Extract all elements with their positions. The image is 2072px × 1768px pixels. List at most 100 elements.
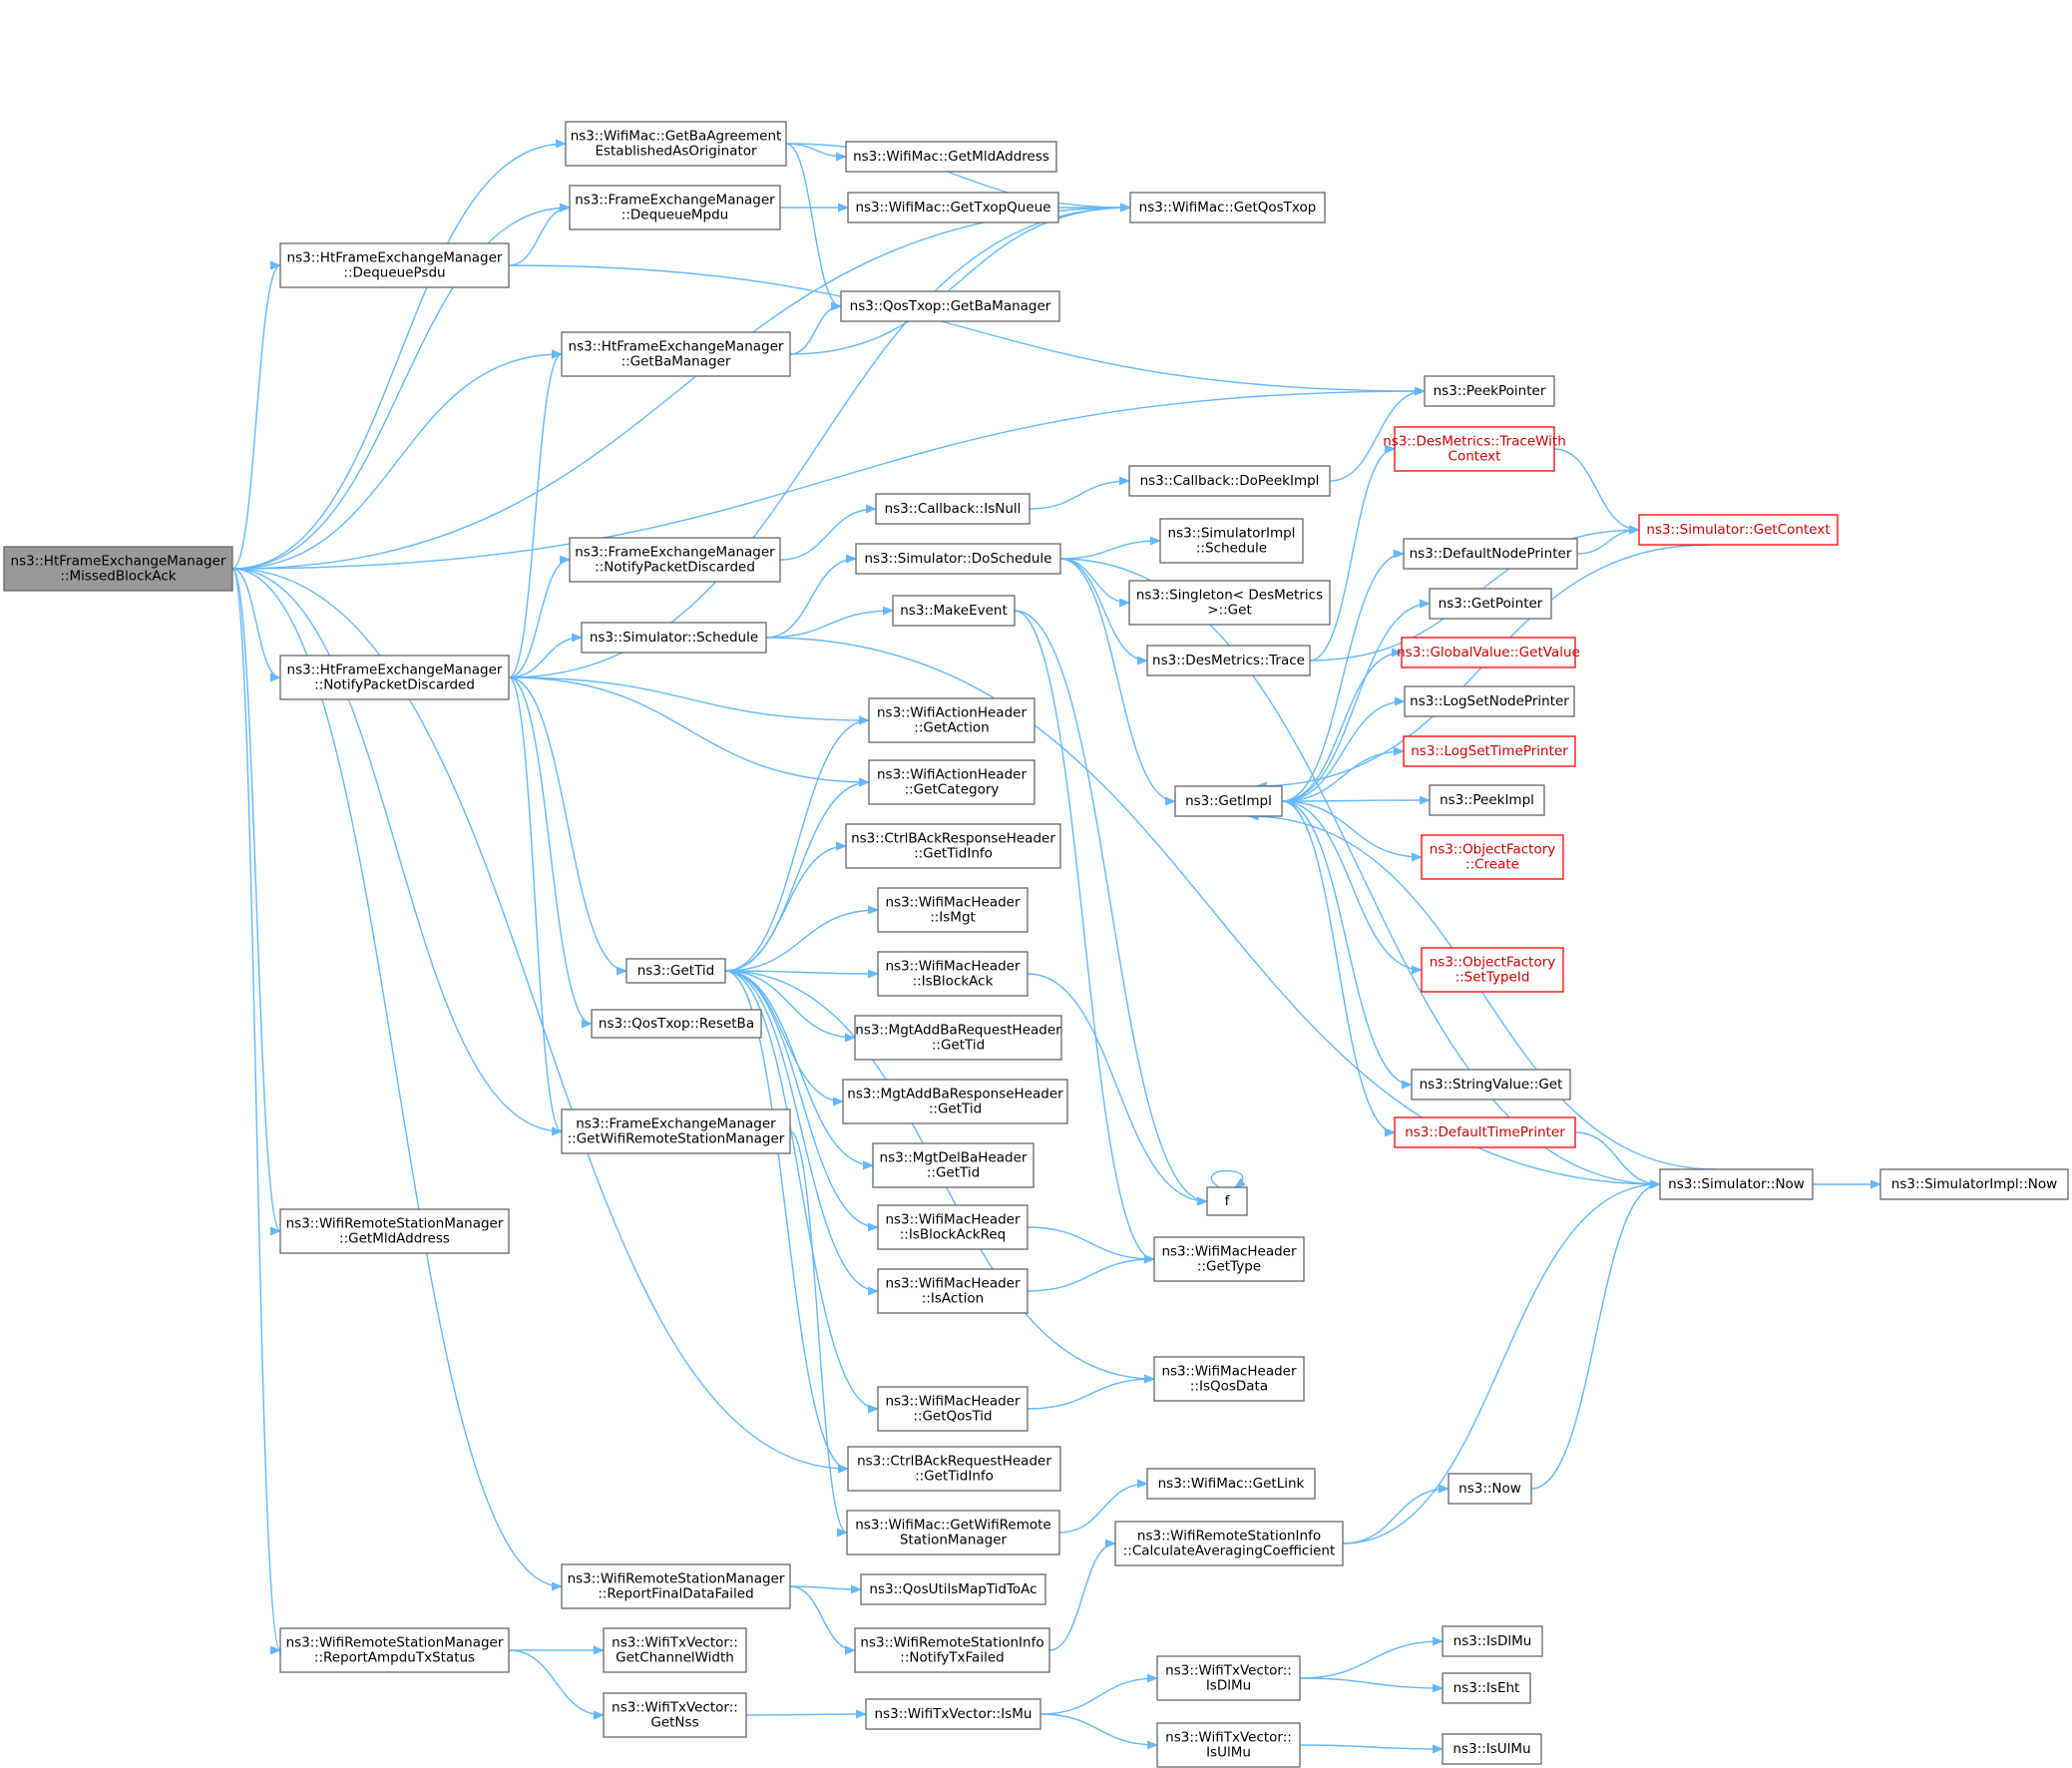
graph-node-wmhIsQosData[interactable]: ns3::WifiMacHeader::IsQosData xyxy=(1153,1356,1305,1402)
graph-node-ns3Now[interactable]: ns3::Now xyxy=(1448,1473,1532,1505)
graph-node-getTid[interactable]: ns3::GetTid xyxy=(625,958,726,984)
call-edge-getBaAgree-to-qosGetBaManager xyxy=(785,143,843,311)
graph-node-label: ns3::Now xyxy=(1458,1481,1521,1497)
graph-node-box xyxy=(1153,1236,1305,1282)
graph-node-simImplSchedule[interactable]: ns3::SimulatorImpl::Schedule xyxy=(1159,518,1304,564)
graph-node-desTrace[interactable]: ns3::DesMetrics::Trace xyxy=(1146,645,1311,676)
graph-node-label: ns3::WifiMac::GetWifiRemote xyxy=(855,1518,1050,1534)
graph-node-defTimePrinter[interactable]: ns3::DefaultTimePrinter xyxy=(1394,1116,1576,1148)
call-edge-feNotifyDiscarded-to-cbIsNull xyxy=(779,504,878,561)
graph-node-getPointer[interactable]: ns3::GetPointer xyxy=(1429,588,1552,620)
graph-node-cbDoPeek[interactable]: ns3::Callback::DoPeekImpl xyxy=(1128,465,1331,497)
graph-node-wrsmReportFinal[interactable]: ns3::WifiRemoteStationManager::ReportFin… xyxy=(561,1563,791,1609)
graph-node-box xyxy=(561,331,791,377)
graph-node-txvChanWidth[interactable]: ns3::WifiTxVector::GetChannelWidth xyxy=(603,1627,747,1673)
graph-node-wrsmGetMld[interactable]: ns3::WifiRemoteStationManager::GetMldAdd… xyxy=(279,1208,510,1254)
graph-node-macGetMld[interactable]: ns3::WifiMac::GetMldAddress xyxy=(845,141,1057,173)
graph-node-txvGetNss[interactable]: ns3::WifiTxVector::GetNss xyxy=(603,1692,747,1738)
graph-node-gvGetValue[interactable]: ns3::GlobalValue::GetValue xyxy=(1397,637,1580,668)
graph-node-label: ns3::WifiMacHeader xyxy=(885,1394,1021,1410)
graph-node-fNode[interactable]: f xyxy=(1206,1186,1248,1216)
call-edge-root-to-htNotifyDiscarded xyxy=(231,568,282,682)
graph-node-peekPointer[interactable]: ns3::PeekPointer xyxy=(1424,375,1555,407)
call-edge-htDequeuePsdu-to-feDequeueMpdu xyxy=(508,203,572,266)
graph-node-box xyxy=(1421,947,1564,993)
graph-node-delBaTid[interactable]: ns3::MgtDelBaHeader::GetTid xyxy=(872,1142,1035,1188)
graph-node-wmhGetType[interactable]: ns3::WifiMacHeader::GetType xyxy=(1153,1236,1305,1282)
graph-node-simSchedule[interactable]: ns3::Simulator::Schedule xyxy=(581,622,767,654)
graph-node-wmhIsAction[interactable]: ns3::WifiMacHeader::IsAction xyxy=(877,1268,1029,1314)
graph-node-cbIsNull[interactable]: ns3::Callback::IsNull xyxy=(875,493,1031,525)
graph-node-ctrlRespTid[interactable]: ns3::CtrlBAckResponseHeader::GetTidInfo xyxy=(845,823,1061,869)
graph-node-wrsiCalcAvg[interactable]: ns3::WifiRemoteStationInfo::CalculateAve… xyxy=(1114,1521,1344,1566)
graph-node-makeEvent[interactable]: ns3::MakeEvent xyxy=(892,595,1016,627)
graph-node-isUlMu[interactable]: ns3::IsUlMu xyxy=(1442,1733,1542,1765)
graph-node-label: ns3::WifiMac::GetTxopQueue xyxy=(855,200,1050,216)
graph-node-box xyxy=(561,1108,791,1154)
graph-node-wmhIsBlockAckReq[interactable]: ns3::WifiMacHeader::IsBlockAckReq xyxy=(877,1204,1029,1250)
graph-node-logSetNode[interactable]: ns3::LogSetNodePrinter xyxy=(1404,685,1575,717)
graph-node-qosResetBa[interactable]: ns3::QosTxop::ResetBa xyxy=(591,1009,762,1039)
graph-node-macGetTxopQueue[interactable]: ns3::WifiMac::GetTxopQueue xyxy=(847,192,1059,223)
graph-node-simDoSchedule[interactable]: ns3::Simulator::DoSchedule xyxy=(855,543,1061,575)
graph-node-htNotifyDiscarded[interactable]: ns3::HtFrameExchangeManager::NotifyPacke… xyxy=(279,655,510,700)
graph-node-box xyxy=(872,1142,1035,1188)
graph-node-box xyxy=(1394,1116,1576,1148)
call-edge-getTid-to-ctrlReqTid xyxy=(724,970,850,1474)
graph-node-feNotifyDiscarded[interactable]: ns3::FrameExchangeManager::NotifyPacketD… xyxy=(569,537,781,583)
graph-node-feGetWrsm[interactable]: ns3::FrameExchangeManager::GetWifiRemote… xyxy=(561,1108,791,1154)
graph-node-htDequeuePsdu[interactable]: ns3::HtFrameExchangeManager::DequeuePsdu xyxy=(279,242,510,288)
graph-node-svGet[interactable]: ns3::StringValue::Get xyxy=(1411,1069,1571,1101)
graph-node-wahGetCategory[interactable]: ns3::WifiActionHeader::GetCategory xyxy=(868,759,1036,805)
graph-node-wrsmReportAmpdu[interactable]: ns3::WifiRemoteStationManager::ReportAmp… xyxy=(279,1627,510,1673)
graph-node-wrsiNotifyTxFailed[interactable]: ns3::WifiRemoteStationInfo::NotifyTxFail… xyxy=(854,1627,1050,1673)
graph-node-txvIsMu[interactable]: ns3::WifiTxVector::IsMu xyxy=(865,1698,1041,1730)
graph-node-wahGetAction[interactable]: ns3::WifiActionHeader::GetAction xyxy=(868,697,1036,743)
graph-node-macGetQosTxop[interactable]: ns3::WifiMac::GetQosTxop xyxy=(1129,192,1326,223)
graph-node-root[interactable]: ns3::HtFrameExchangeManager::MissedBlock… xyxy=(3,546,233,592)
graph-node-singletonGet[interactable]: ns3::Singleton< DesMetrics>::Get xyxy=(1128,580,1331,626)
graph-node-isDlMu[interactable]: ns3::IsDlMu xyxy=(1442,1625,1543,1657)
graph-node-wmhIsBlockAck[interactable]: ns3::WifiMacHeader::IsBlockAck xyxy=(877,951,1029,997)
call-edge-getImpl-to-peekImpl xyxy=(1281,795,1432,805)
graph-node-box xyxy=(845,141,1057,173)
graph-node-simGetContext[interactable]: ns3::Simulator::GetContext xyxy=(1638,514,1839,546)
graph-node-ofCreate[interactable]: ns3::ObjectFactory::Create xyxy=(1421,834,1564,880)
graph-node-ctrlReqTid[interactable]: ns3::CtrlBAckRequestHeader::GetTidInfo xyxy=(847,1446,1061,1492)
call-edge-htNotifyDiscarded-to-simSchedule xyxy=(508,633,584,678)
graph-node-feDequeueMpdu[interactable]: ns3::FrameExchangeManager::DequeueMpdu xyxy=(569,185,781,230)
graph-node-isEht[interactable]: ns3::IsEht xyxy=(1442,1672,1531,1704)
call-edge-txvGetNss-to-txvIsMu xyxy=(745,1709,868,1719)
graph-node-macGetWrsm[interactable]: ns3::WifiMac::GetWifiRemoteStationManage… xyxy=(846,1510,1060,1555)
graph-node-addBaReqTid[interactable]: ns3::MgtAddBaRequestHeader::GetTid xyxy=(854,1015,1062,1061)
graph-node-txvIsDlMu[interactable]: ns3::WifiTxVector::IsDlMu xyxy=(1156,1655,1301,1701)
graph-node-box xyxy=(279,1627,510,1673)
graph-node-getImpl[interactable]: ns3::GetImpl xyxy=(1174,785,1283,817)
graph-node-box xyxy=(1879,1168,2069,1200)
graph-node-addBaRespTid[interactable]: ns3::MgtAddBaResponseHeader::GetTid xyxy=(842,1079,1068,1124)
graph-node-htGetBaManager[interactable]: ns3::HtFrameExchangeManager::GetBaManage… xyxy=(561,331,791,377)
graph-node-simNow[interactable]: ns3::Simulator::Now xyxy=(1659,1168,1814,1200)
graph-node-qosMapTid[interactable]: ns3::QosUtilsMapTidToAc xyxy=(860,1573,1046,1605)
graph-node-getBaAgree[interactable]: ns3::WifiMac::GetBaAgreementEstablishedA… xyxy=(565,121,787,167)
graph-node-qosGetBaManager[interactable]: ns3::QosTxop::GetBaManager xyxy=(840,290,1060,322)
graph-node-ofSetTypeId[interactable]: ns3::ObjectFactory::SetTypeId xyxy=(1421,947,1564,993)
graph-node-box xyxy=(865,1698,1041,1730)
graph-node-logSetTime[interactable]: ns3::LogSetTimePrinter xyxy=(1403,735,1576,767)
call-edges xyxy=(231,139,1882,1754)
graph-node-defNodePrinter[interactable]: ns3::DefaultNodePrinter xyxy=(1403,538,1578,570)
graph-node-label: ::GetCategory xyxy=(905,782,1000,798)
graph-node-macGetLink[interactable]: ns3::WifiMac::GetLink xyxy=(1146,1468,1316,1500)
graph-node-wmhIsMgt[interactable]: ns3::WifiMacHeader::IsMgt xyxy=(877,887,1029,933)
call-edge-simDoSchedule-to-simImplSchedule xyxy=(1059,536,1162,560)
graph-node-label: ::GetTid xyxy=(932,1038,985,1054)
graph-node-simImplNow[interactable]: ns3::SimulatorImpl::Now xyxy=(1879,1168,2069,1200)
graph-node-wmhGetQosTid[interactable]: ns3::WifiMacHeader::GetQosTid xyxy=(877,1386,1029,1432)
graph-node-label: IsUlMu xyxy=(1206,1745,1251,1761)
graph-node-label: ns3::Simulator::Schedule xyxy=(590,630,758,646)
graph-node-label: IsDlMu xyxy=(1206,1678,1251,1694)
graph-node-box xyxy=(847,192,1059,223)
graph-node-peekImpl[interactable]: ns3::PeekImpl xyxy=(1429,784,1545,816)
graph-node-txvIsUlMu[interactable]: ns3::WifiTxVector::IsUlMu xyxy=(1156,1722,1301,1768)
